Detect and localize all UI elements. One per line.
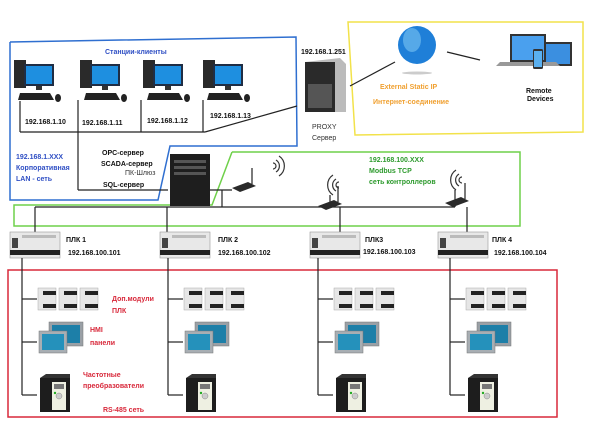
plc-module-icon [58,287,78,311]
remote-devices-label: Devices [527,96,554,103]
rs485-device-groups [21,258,527,413]
lan-name: LAN - сеть [16,176,53,183]
plc-icon [159,231,211,259]
proxy-ip: 192.168.1.251 [301,49,346,56]
workstation-icon [80,60,127,102]
lan-subnet: 192.168.1.XXX [16,154,63,161]
plc-module-icon [486,287,506,311]
wifi-icon [327,174,340,196]
external-ip-label: External Static IP [380,84,438,91]
wifi-icon [450,169,463,191]
plc-name: ПЛК 1 [66,237,86,244]
modules-label: ПЛК [112,308,127,315]
globe-icon [398,26,436,75]
plc-name: ПЛК 2 [218,237,238,244]
plc-module-icon [225,287,245,311]
hmi-panel-icon [184,321,230,354]
hmi-panel-icon [466,321,512,354]
rs485-network-label: RS-485 сеть [103,407,145,414]
plc-ip: 192.168.100.101 [68,250,121,257]
plc-module-icon [375,287,395,311]
sql-server-label: SQL-сервер [103,182,144,189]
gateway-pc-icon [170,154,210,206]
plc-icon [9,231,61,259]
opc-server-label: OPC-сервер [102,150,144,157]
plc-module-icon [465,287,485,311]
plc-module-icon [37,287,57,311]
wifi-icon [272,155,285,177]
plc-name: ПЛК3 [365,237,383,244]
frequency-drive-icon [335,373,367,413]
hmi-panel-icon [334,321,380,354]
plc-name: ПЛК 4 [492,237,512,244]
plc-ip: 192.168.100.103 [363,249,416,256]
frequency-drive-icon [185,373,217,413]
station-ip: 192.168.1.11 [82,120,123,127]
proxy-server-icon [305,58,346,112]
router-icon [444,182,470,208]
station-ip: 192.168.1.13 [210,113,251,120]
lan-network-boundary [9,36,298,201]
workstation-icon [14,60,61,102]
router-icon [231,167,257,193]
internet-connection-label: Интернет-соединение [373,99,449,106]
lan-wiring [19,51,481,232]
drives-label: Частотные [83,372,121,379]
plc-icon [437,231,489,259]
remote-devices-icon [496,34,572,69]
lan-name: Корпоративная [16,165,70,172]
modbus-name: сеть контроллеров [369,179,436,186]
station-ip: 192.168.1.10 [25,119,66,126]
hmi-label: HMI [90,327,103,334]
modbus-network-boundary [13,151,521,227]
proxy-label: Сервер [312,135,336,142]
gateway-pc-label: ПК-Шлюз [125,170,155,177]
scada-server-label: SCADA-сервер [101,161,153,168]
workstation-icon [203,60,250,102]
plc-module-icon [183,287,203,311]
modbus-name: Modbus TCP [369,168,412,175]
plc-icon [309,231,361,259]
frequency-drive-icon [467,373,499,413]
plc-module-icon [204,287,224,311]
modbus-subnet: 192.168.100.XXX [369,157,424,164]
plc-module-icon [354,287,374,311]
clients-title: Станции-клиенты [105,49,167,56]
remote-devices-label: Remote [526,88,552,95]
workstation-icon [143,60,190,102]
plc-ip: 192.168.100.102 [218,250,271,257]
proxy-label: PROXY [312,124,337,131]
plc-module-icon [79,287,99,311]
internet-boundary [347,21,584,136]
hmi-panel-icon [38,321,84,354]
drives-label: преобразователи [83,382,144,390]
plc-ip: 192.168.100.104 [494,250,547,257]
frequency-drive-icon [39,373,71,413]
plc-module-icon [333,287,353,311]
modules-label: Доп.модули [112,296,154,303]
station-ip: 192.168.1.12 [147,118,188,125]
hmi-label: панели [90,340,115,347]
rs485-network-boundary [7,269,558,418]
plc-module-icon [507,287,527,311]
